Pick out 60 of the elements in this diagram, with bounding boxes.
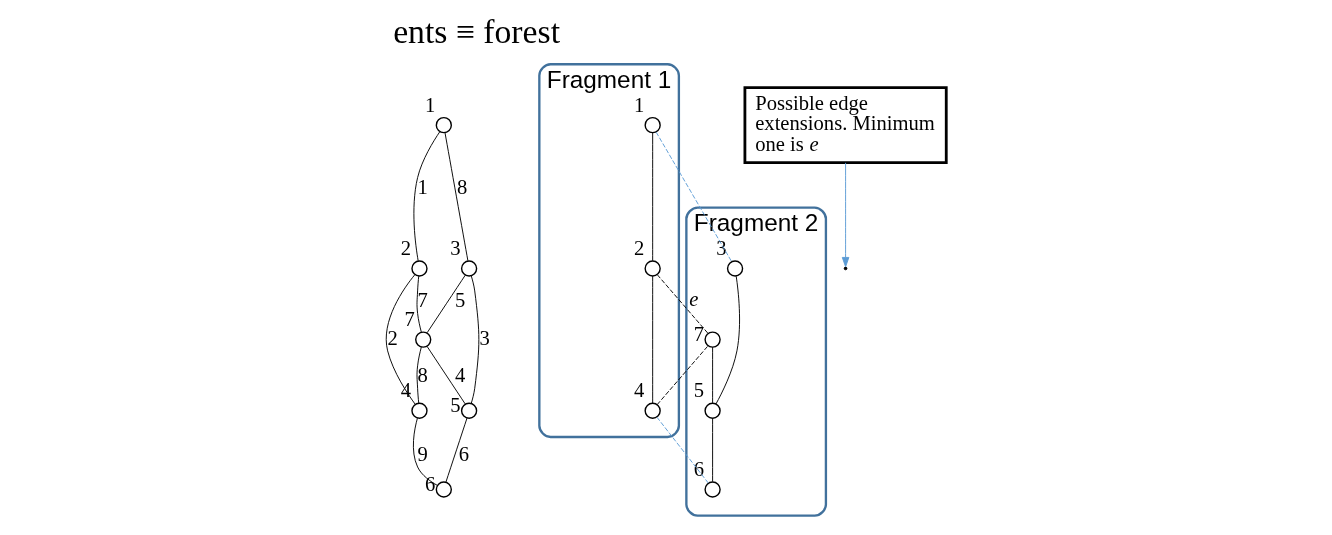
node-circle — [704, 481, 721, 498]
arrow — [841, 162, 850, 268]
edge-label: 8 — [456, 176, 468, 199]
connector — [470, 275, 480, 404]
connector — [426, 345, 466, 405]
node-label: 2 — [633, 236, 645, 259]
node-label: 7 — [404, 308, 415, 331]
node-circle — [435, 481, 452, 498]
node-label: 5 — [450, 394, 461, 417]
node-circle — [726, 260, 744, 277]
edge-label: 6 — [458, 442, 470, 465]
connector — [426, 274, 466, 334]
connector — [416, 275, 422, 333]
node-circle — [411, 260, 428, 277]
node-label: 6 — [425, 472, 436, 495]
connector — [412, 417, 438, 486]
node-circle — [415, 331, 432, 348]
node-label: 2 — [400, 236, 412, 259]
connector — [656, 416, 709, 484]
node-label: 7 — [693, 323, 705, 346]
connector — [652, 132, 654, 262]
edge-label: 9 — [417, 442, 428, 465]
node-label: 5 — [693, 379, 705, 402]
connector — [712, 418, 714, 483]
connector — [413, 131, 441, 262]
connector — [712, 346, 714, 404]
edge-label: 4 — [455, 364, 466, 387]
node-label: 1 — [425, 93, 436, 116]
node-circle — [644, 260, 661, 277]
node-label: 4 — [633, 379, 645, 402]
edge-label: 2 — [387, 326, 398, 349]
node-circle — [435, 116, 452, 134]
connector — [656, 274, 709, 334]
node-circle — [411, 402, 428, 419]
connector — [445, 417, 468, 483]
connector — [655, 131, 733, 263]
node-label: 3 — [716, 236, 727, 259]
connector — [444, 132, 469, 262]
node-circle — [644, 116, 661, 134]
edge-label: 5 — [455, 289, 466, 312]
connector — [416, 346, 422, 404]
node-label: 6 — [693, 457, 705, 480]
connector — [385, 274, 416, 405]
edge-label: 3 — [479, 326, 490, 349]
node-box: Possible edge extensions. Minimum one is e — [743, 86, 948, 164]
node-circle — [704, 331, 721, 348]
diagram-title: ents ≡ forest — [393, 12, 561, 50]
node-circle — [644, 402, 661, 419]
edge-label: 7 — [417, 289, 428, 312]
edge-label: 1 — [417, 176, 428, 199]
connector — [652, 275, 654, 404]
edge-label: 8 — [417, 364, 428, 387]
node-circle — [460, 260, 478, 277]
node-label: 1 — [633, 93, 645, 116]
node-circle — [460, 402, 478, 419]
connector — [656, 345, 709, 406]
connector — [715, 275, 740, 405]
node-label: 3 — [450, 236, 461, 259]
node-circle — [704, 402, 721, 419]
edge-label: e — [689, 288, 699, 311]
